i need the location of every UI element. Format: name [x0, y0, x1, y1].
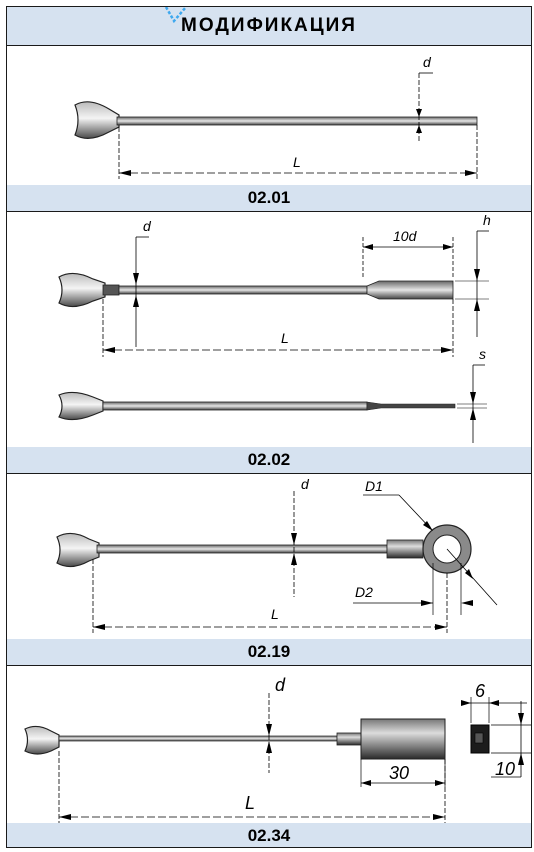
dim-d: d: [275, 675, 286, 695]
logo-mark: [164, 7, 187, 24]
dim-10: 10: [495, 759, 515, 779]
code-02-02: 02.02: [7, 447, 531, 473]
dim-D1: D1: [365, 478, 383, 494]
dim-L: L: [271, 606, 279, 622]
labels-02-19: d D1 D2 L: [271, 476, 383, 622]
dim-d: d: [143, 218, 152, 234]
dim-D2: D2: [355, 584, 373, 600]
code-02-34: 02.34: [7, 823, 531, 847]
dim-h: h: [483, 212, 491, 228]
dim-d: d: [423, 54, 432, 70]
row-separator: [7, 665, 531, 666]
labels-02-34: d 30 6 10 L: [245, 675, 515, 813]
dim-d: d: [301, 476, 310, 492]
dim-L: L: [245, 793, 255, 813]
table-header: МОДИФИКАЦИЯ: [7, 7, 531, 46]
rod-02-01: [116, 116, 478, 126]
handle-02-01: [74, 101, 120, 139]
dim-s: s: [479, 346, 486, 362]
dim-L: L: [293, 154, 301, 170]
spec-table: МОДИФИКАЦИЯ: [6, 6, 532, 848]
code-02-01: 02.01: [7, 185, 531, 211]
dim-10d: 10d: [393, 228, 418, 244]
dim-6: 6: [475, 681, 486, 701]
dim-30: 30: [389, 763, 409, 783]
drawing-02-02: [58, 230, 489, 443]
drawing-02-34: [24, 693, 531, 825]
row-separator: [7, 211, 531, 212]
dim-L: L: [281, 330, 289, 346]
row-separator: [7, 473, 531, 474]
drawing-02-01: [74, 72, 478, 179]
labels-02-01: d L: [293, 54, 432, 170]
code-02-19: 02.19: [7, 639, 531, 665]
labels-02-02: d 10d h L s: [143, 212, 491, 362]
drawing-02-19: [56, 491, 498, 633]
